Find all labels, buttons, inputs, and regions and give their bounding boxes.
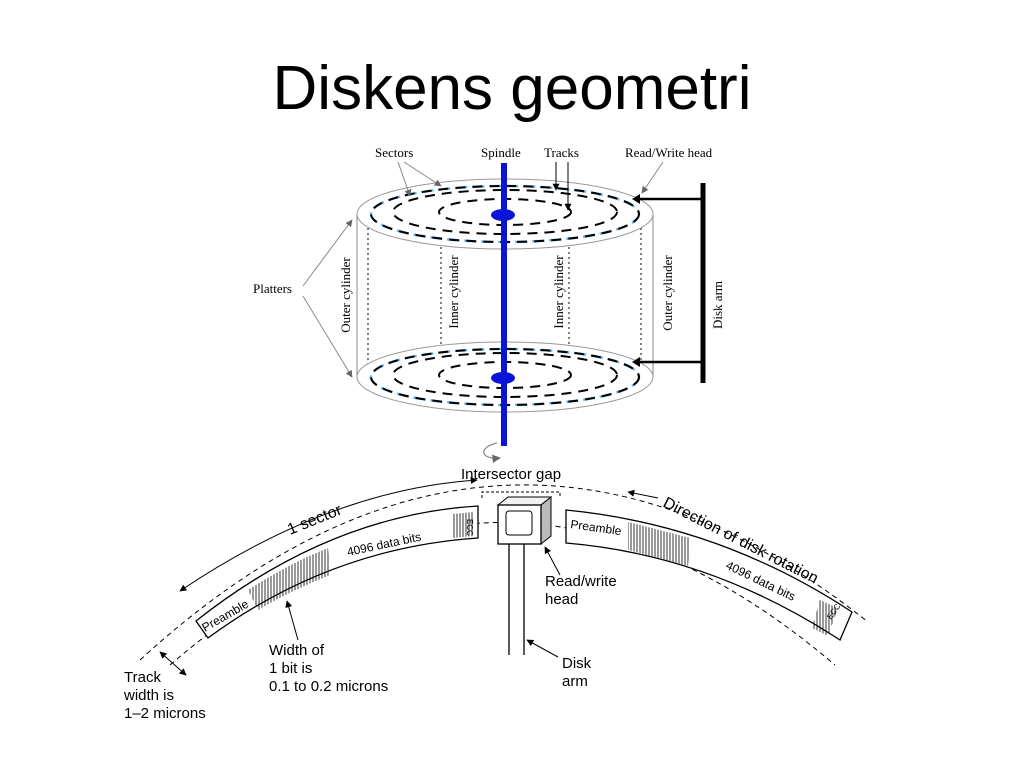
label-platters: Platters	[253, 281, 292, 296]
label-bit-width-line3: 0.1 to 0.2 microns	[269, 678, 388, 695]
slide-title: Diskens geometri	[272, 54, 752, 123]
label-bit-width-line2: 1 bit is	[269, 660, 312, 677]
label-track-width-line1: Track	[124, 669, 161, 686]
ecc-left: ECC	[465, 519, 474, 536]
label-track-width-line3: 1–2 microns	[124, 705, 206, 722]
label-sectors: Sectors	[375, 145, 413, 160]
rotation-arrow-icon	[483, 442, 501, 463]
label-rw-head-line1: Read/write	[545, 573, 617, 590]
track-sector-diagram: Preamble 4096 data bits ECC Preamble 409…	[123, 466, 869, 722]
head-assembly	[496, 495, 553, 655]
read-write-head-top-icon	[632, 194, 640, 204]
label-disk-arm-line1: Disk	[562, 655, 592, 672]
disk-arm	[632, 183, 706, 383]
intersector-gap-bracket	[481, 491, 561, 498]
rotation-direction-arrow-icon	[627, 489, 659, 499]
label-inner-cylinder-left: Inner cylinder	[446, 255, 461, 329]
label-track-width-line2: width is	[123, 687, 174, 704]
label-outer-cylinder-right: Outer cylinder	[660, 255, 675, 331]
one-sector-arrow-icon	[179, 476, 478, 592]
label-intersector-gap: Intersector gap	[461, 466, 561, 483]
ecc-hatch-right	[812, 600, 838, 636]
sector-left: Preamble 4096 data bits ECC	[195, 505, 479, 639]
bit-hatch-right	[628, 522, 690, 566]
label-disk-arm-line2: arm	[562, 673, 588, 690]
label-outer-cylinder-left: Outer cylinder	[338, 257, 353, 333]
label-bit-width-line1: Width of	[269, 642, 325, 659]
track-width-arrow-icon	[159, 651, 187, 676]
platters-diagram: Sectors Spindle Tracks Read/Write head P…	[253, 145, 725, 463]
label-read-write-head: Read/Write head	[625, 145, 713, 160]
label-rw-head-line2: head	[545, 591, 578, 608]
spindle	[483, 163, 515, 463]
read-write-head-bottom-icon	[632, 357, 640, 367]
label-inner-cylinder-right: Inner cylinder	[551, 255, 566, 329]
label-disk-arm: Disk arm	[710, 281, 725, 329]
label-tracks: Tracks	[544, 145, 579, 160]
label-one-sector: 1 sector	[285, 501, 345, 538]
label-spindle: Spindle	[481, 145, 521, 160]
